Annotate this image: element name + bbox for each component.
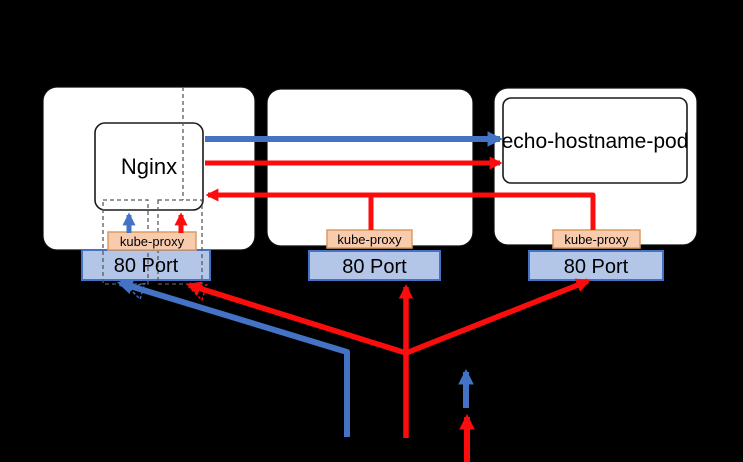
node-3-port-label: 80 Port xyxy=(564,256,629,278)
node-1-kube-proxy-label: kube-proxy xyxy=(120,234,185,249)
node-2-port-box xyxy=(308,250,441,281)
node-3-kube-proxy-box xyxy=(552,229,641,249)
blue-dashed-arrowhead xyxy=(126,282,146,301)
echo-hostname-pod-label: echo-hostname-pod xyxy=(502,130,689,153)
node-1-port-label: 80 Port xyxy=(114,255,179,277)
blue-arrow-client-to-node1-port xyxy=(117,279,350,437)
nginx-label: Nginx xyxy=(121,154,177,179)
node-1-kube-proxy-box xyxy=(107,231,197,251)
node-3-port-box xyxy=(528,250,664,281)
red-arrow-client-to-node3-port xyxy=(404,278,591,356)
red-arrow-kubeproxy-to-nginx xyxy=(205,188,596,230)
node-2-kube-proxy-label: kube-proxy xyxy=(337,232,402,247)
node-3-kube-proxy-label: kube-proxy xyxy=(564,232,629,247)
nginx-pod-box xyxy=(94,122,204,211)
node-2-port-label: 80 Port xyxy=(342,256,407,278)
red-dashed-arrowhead xyxy=(188,283,208,302)
red-arrow-client-to-node1-port xyxy=(186,281,407,356)
